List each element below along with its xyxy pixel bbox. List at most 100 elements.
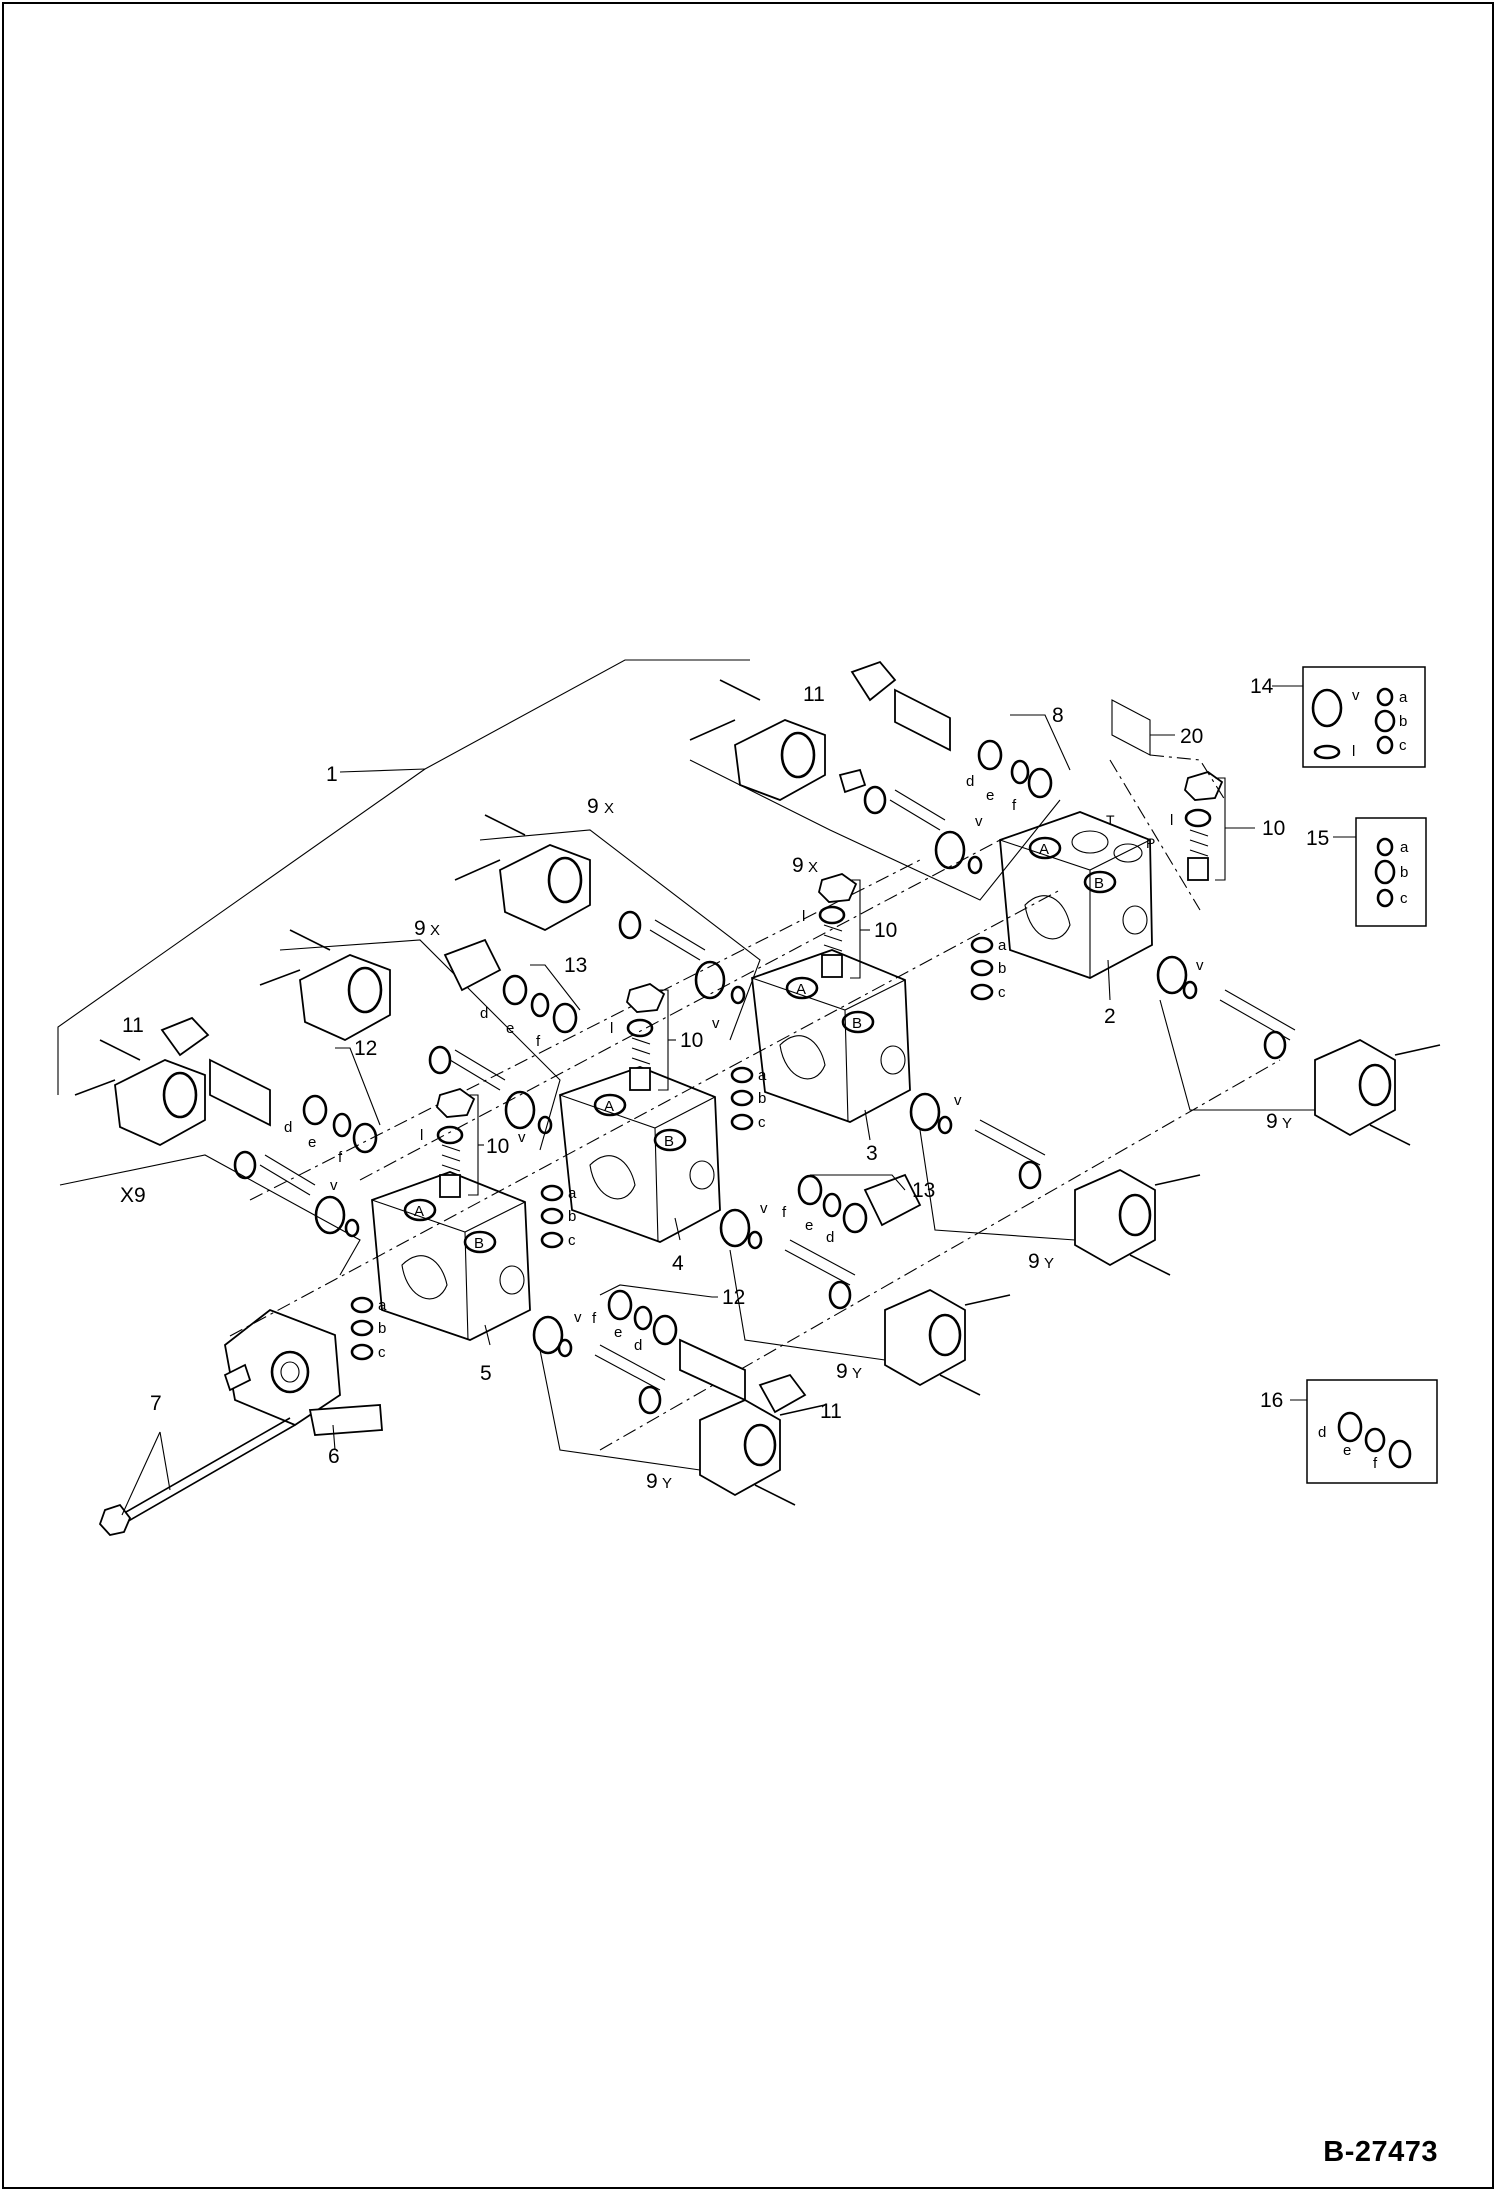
spool-assembly-9y-section-2: v 9 Y <box>1156 955 1441 1146</box>
seal-d-8: d <box>966 773 974 790</box>
valve-section-5: A B 5 <box>371 1171 531 1385</box>
seal-v-9y-s4: v <box>760 1200 768 1217</box>
part-20-plate: 20 <box>1111 699 1226 801</box>
callout-11-bottom: 11 <box>820 1400 842 1423</box>
seal-e-13m: e <box>506 1020 514 1037</box>
callout-9y-s4-suffix: Y <box>852 1365 862 1382</box>
port-label-B-s5: B <box>474 1235 484 1252</box>
seal-stack-section-2: a b c <box>970 936 1007 1001</box>
seal-stack-section-5: a b c <box>350 1296 387 1361</box>
kit14-b: b <box>1399 713 1407 730</box>
callout-9y-s5-num: 9 <box>646 1470 658 1493</box>
seal-v-9y-s2: v <box>1196 957 1204 974</box>
spool-assembly-9y-section-5: v 9 Y <box>532 1309 826 1506</box>
callout-15: 15 <box>1306 827 1329 850</box>
callout-9x-left-suffix: X <box>430 922 440 939</box>
callout-12-left: 12 <box>354 1037 377 1060</box>
callout-9x-upper-num: 9 <box>792 854 804 877</box>
seal-v-9y-s3: v <box>954 1092 962 1109</box>
seal-f-12l: f <box>338 1149 343 1166</box>
kit14-c: c <box>1399 737 1407 754</box>
port-label-A-s4: A <box>604 1098 614 1115</box>
callout-16: 16 <box>1260 1389 1283 1412</box>
tie-rod-7: 7 <box>98 1392 296 1536</box>
assembly-centerlines <box>229 759 1281 1451</box>
seal-e-8: e <box>986 787 994 804</box>
port-label-B-s3: B <box>852 1015 862 1032</box>
callout-7: 7 <box>150 1392 162 1415</box>
seal-a-s3: a <box>758 1067 767 1084</box>
seal-v-9x-mid: v <box>712 1015 720 1032</box>
relief-valve-13-right: 13 f e d <box>782 1173 935 1246</box>
callout-9y-s2-suffix: Y <box>1282 1115 1292 1132</box>
callout-10-right: 10 <box>1262 817 1285 840</box>
callout-9y-s5-suffix: Y <box>662 1475 672 1492</box>
callout-8: 8 <box>1052 704 1064 727</box>
callout-2: 2 <box>1104 1005 1116 1028</box>
callout-6: 6 <box>328 1445 340 1468</box>
seal-v-9y-s5: v <box>574 1309 582 1326</box>
kit14-l: l <box>1352 743 1355 760</box>
spool-assembly-x9-far-left: X9 v <box>59 1039 361 1276</box>
callout-14: 14 <box>1250 675 1274 698</box>
callout-11-upper: 11 <box>803 683 825 706</box>
relief-valve-13-middle: 13 d e f <box>443 938 587 1050</box>
relief-valve-8-upper: 11 8 d e f <box>803 660 1071 814</box>
callout-9x-mid-num: 9 <box>587 795 599 818</box>
check-valve-10-right: 10 l <box>1170 771 1285 881</box>
seal-b-s2: b <box>998 960 1006 977</box>
kit14-a: a <box>1399 689 1408 706</box>
callout-9x-upper-suffix: X <box>808 859 818 876</box>
callout-9y-s3-suffix: Y <box>1044 1255 1054 1272</box>
seal-d-12b: d <box>634 1337 642 1354</box>
seal-f-13r: f <box>782 1204 787 1221</box>
seal-kit-15: 15 a b c <box>1306 817 1427 927</box>
callout-5: 5 <box>480 1362 492 1385</box>
spool-assembly-9x-left: 9 X v <box>259 917 561 1151</box>
callout-9y-s4-num: 9 <box>836 1360 848 1383</box>
seal-v-9x-left: v <box>518 1129 526 1146</box>
callout-1: 1 <box>326 763 338 786</box>
seal-b-s3: b <box>758 1090 766 1107</box>
kit16-e: e <box>1343 1442 1351 1459</box>
seal-d-12l: d <box>284 1119 292 1136</box>
seal-e-13r: e <box>805 1217 813 1234</box>
callout-9x-left-num: 9 <box>414 917 426 940</box>
kit15-c: c <box>1400 890 1408 907</box>
callout-3: 3 <box>866 1142 878 1165</box>
drawing-number: B-27473 <box>1323 2136 1438 2168</box>
callout-13-middle: 13 <box>564 954 587 977</box>
seal-l-10r: l <box>1170 812 1173 829</box>
port-label-B: B <box>1094 875 1104 892</box>
seal-c-s2: c <box>998 984 1006 1001</box>
callout-9x-mid-suffix: X <box>604 800 614 817</box>
callout-4: 4 <box>672 1252 684 1275</box>
seal-kit-16: 16 d e f <box>1260 1379 1438 1484</box>
seal-l-10ml: l <box>610 1020 613 1037</box>
seal-a-s4: a <box>568 1185 577 1202</box>
port-label-A-s5: A <box>414 1203 424 1220</box>
seal-c-s5: c <box>378 1344 386 1361</box>
callout-9y-s3-num: 9 <box>1028 1250 1040 1273</box>
spool-assembly-9x-middle: 9 X v <box>454 795 761 1041</box>
seal-stack-section-3: a b c <box>730 1066 767 1131</box>
seal-f-13m: f <box>536 1033 541 1050</box>
seal-kit-14: 14 v l a b c <box>1250 666 1426 768</box>
valve-section-3: A B 3 <box>751 949 911 1165</box>
relief-valve-11-12-left: 11 12 d e f <box>122 1014 381 1166</box>
callout-11-left: 11 <box>122 1014 144 1037</box>
seal-e-12l: e <box>308 1134 316 1151</box>
callout-9y-s2-num: 9 <box>1266 1110 1278 1133</box>
kit14-v: v <box>1352 687 1360 704</box>
kit15-b: b <box>1400 864 1408 881</box>
callout-x9: X9 <box>120 1184 146 1207</box>
kit15-a: a <box>1400 839 1409 856</box>
seal-f-8: f <box>1012 797 1017 814</box>
seal-e-12b: e <box>614 1324 622 1341</box>
valve-section-4: A B 4 <box>559 1066 721 1275</box>
seal-l-10l: l <box>420 1127 423 1144</box>
seal-f-12b: f <box>592 1310 597 1327</box>
seal-c-s3: c <box>758 1114 766 1131</box>
